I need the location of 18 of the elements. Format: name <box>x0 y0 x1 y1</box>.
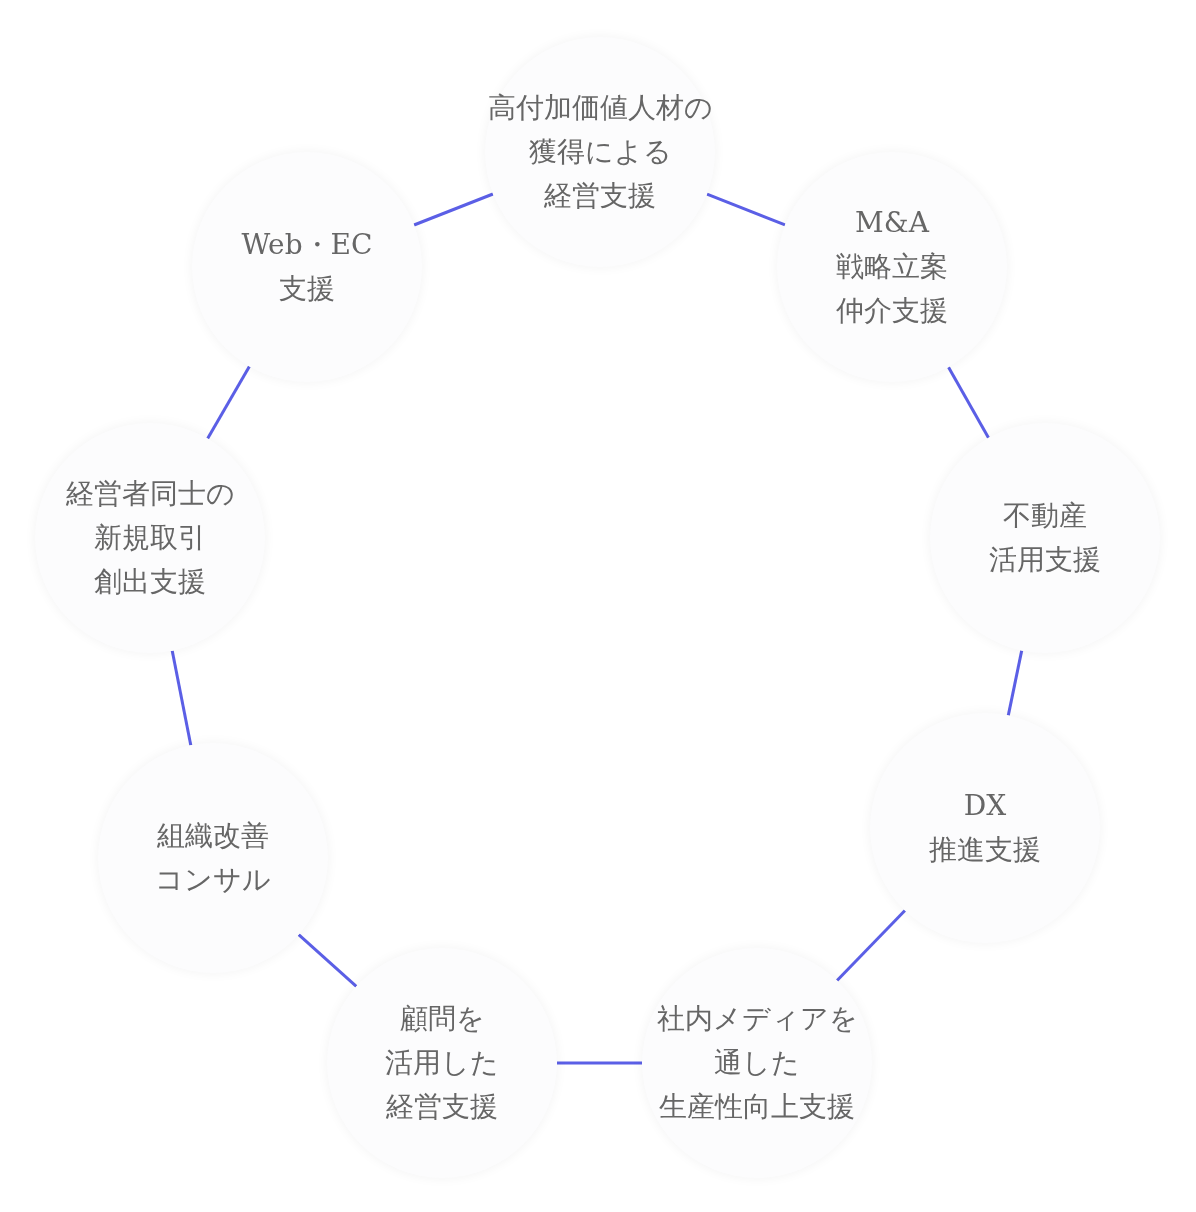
connector-line <box>206 365 251 440</box>
service-label: 不動産活用支援 <box>989 498 1101 578</box>
service-label: 顧問を活用した経営支援 <box>385 1001 499 1125</box>
service-label: DX推進支援 <box>929 788 1041 868</box>
service-label: 組織改善コンサル <box>155 818 271 898</box>
connector-line <box>170 650 193 746</box>
service-label: Web・EC支援 <box>241 227 373 307</box>
connector-line <box>1006 650 1024 716</box>
connector-line <box>413 192 494 227</box>
connector-line <box>706 192 786 227</box>
service-label: M&A戦略立案仲介支援 <box>836 205 948 329</box>
connector-line <box>557 1061 642 1065</box>
service-label: 経営者同士の新規取引創出支援 <box>65 476 235 600</box>
service-label: 社内メディアを通した生産性向上支援 <box>656 1001 858 1125</box>
connector-line <box>947 366 990 439</box>
connector-line <box>297 933 358 988</box>
connector-line <box>836 909 906 982</box>
service-label: 高付加価値人材の獲得による経営支援 <box>487 90 713 214</box>
